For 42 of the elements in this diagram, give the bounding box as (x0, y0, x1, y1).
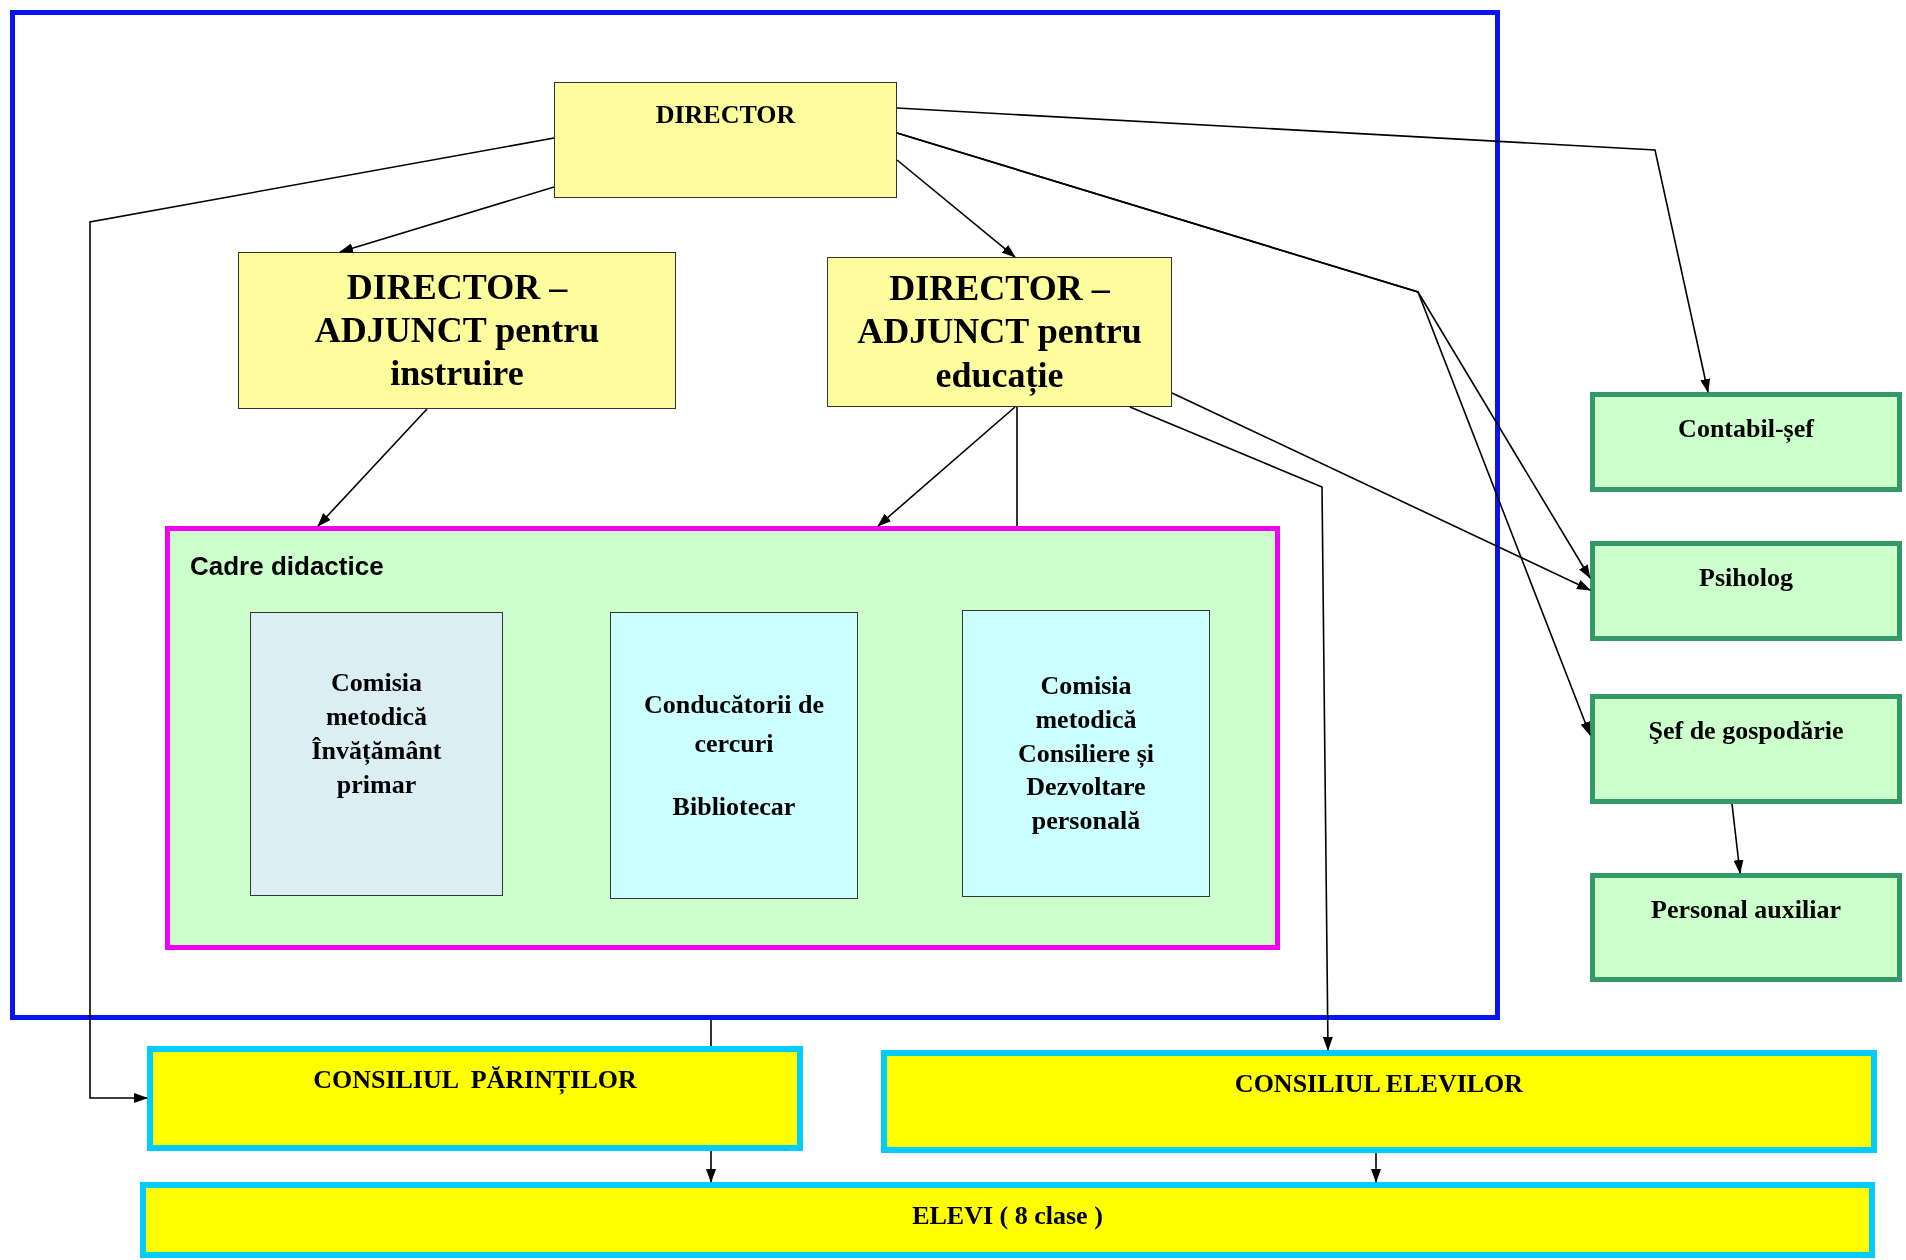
arrow (317, 408, 428, 527)
org-box (1590, 873, 1902, 982)
box-label: Cadre didactice (190, 550, 384, 583)
arrow (877, 406, 1016, 527)
box-label: CONSILIUL PĂRINȚILOR (313, 1064, 637, 1097)
arrow (896, 132, 1591, 736)
arrow (1129, 406, 1333, 1051)
arrow (1171, 392, 1591, 591)
box-label: Comisia metodică Consiliere și Dezvoltare personală (1017, 670, 1155, 838)
org-box (250, 612, 503, 896)
org-box (881, 1050, 1877, 1153)
arrow (896, 107, 1711, 393)
org-box (610, 612, 858, 899)
arrow (1371, 1152, 1381, 1183)
org-box (827, 257, 1172, 407)
arrow (339, 186, 555, 253)
group-panel (165, 526, 1280, 950)
box-label: DIRECTOR (655, 99, 796, 131)
box-label: Contabil-șef (1678, 413, 1814, 445)
box-label: Bibliotecar (672, 791, 796, 823)
arrow (706, 1150, 716, 1183)
org-box (140, 1182, 1875, 1258)
frame-border (10, 10, 1500, 1020)
box-label: Personal auxiliar (1651, 894, 1841, 926)
box-label: ELEVI ( 8 clase ) (912, 1200, 1103, 1232)
box-label: DIRECTOR – ADJUNCT pentru educație (856, 267, 1143, 397)
org-box (1590, 392, 1902, 492)
box-label: DIRECTOR – ADJUNCT pentru instruire (313, 265, 601, 396)
org-box (962, 610, 1210, 897)
org-box (554, 82, 897, 198)
arrow (896, 159, 1016, 258)
org-box (238, 252, 676, 409)
arrow (1731, 803, 1744, 874)
box-label: Comisia metodică Învățământ primar (310, 667, 443, 801)
org-box (147, 1046, 803, 1151)
box-label: Conducătorii de cercuri (643, 689, 825, 760)
arrow (89, 137, 555, 1103)
box-label: Psiholog (1699, 562, 1793, 594)
org-box (1590, 694, 1902, 804)
box-label: Şef de gospodărie (1648, 715, 1844, 747)
org-box (1590, 541, 1902, 641)
box-label: CONSILIUL ELEVILOR (1234, 1068, 1524, 1100)
